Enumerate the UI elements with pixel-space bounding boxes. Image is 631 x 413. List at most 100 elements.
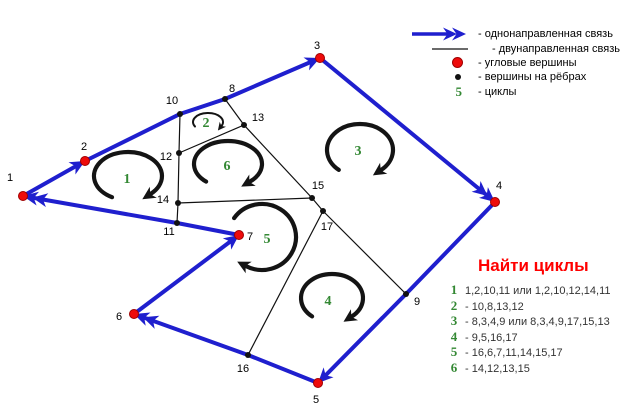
edge-vertex-14 [175, 200, 181, 206]
legend-label: - двунаправленная связь [492, 42, 620, 55]
corner-vertex-3 [315, 53, 325, 63]
corner-vertex-7 [234, 230, 244, 240]
task-text: - 14,12,13,15 [465, 362, 530, 375]
cycle-arrowhead [241, 174, 256, 187]
task-number: 6 [450, 359, 458, 375]
cycle-number: 3 [355, 144, 362, 159]
task-number: 2 [450, 297, 458, 313]
tasks-header: Найти циклы [478, 256, 589, 275]
cycle-number: 4 [325, 294, 332, 309]
unidirectional-link [318, 56, 497, 204]
bidirectional-link [224, 98, 245, 126]
vertex-label-17: 17 [321, 221, 333, 233]
unidirectional-link [22, 56, 321, 198]
legend-item-edge-vertices: - вершины на рёбрах [404, 70, 620, 84]
link-arrowhead [318, 367, 334, 383]
vertex-label-11: 11 [163, 226, 174, 238]
task-number: 3 [450, 313, 458, 329]
cycle-number: 6 [224, 159, 231, 174]
vertex-label-9: 9 [414, 296, 420, 308]
tasks-panel: Найти циклы 1 1,2,10,11 или 1,2,10,12,14,… [448, 256, 630, 377]
cycle-arrowhead [217, 121, 226, 131]
unidirectional-arrow-icon [404, 26, 468, 42]
cycle-arrow [91, 149, 165, 200]
edge-vertex-10 [177, 111, 183, 117]
cycle-arrow [191, 138, 265, 184]
legend-label: - вершины на рёбрах [478, 71, 587, 84]
legend-item-corner-vertices: - угловые вершины [404, 56, 620, 70]
task-item: 2 - 10,8,13,12 [448, 297, 630, 315]
cycle-number: 1 [124, 172, 131, 187]
task-item: 5- 16,6,7,11,14,15,17 [448, 345, 630, 361]
vertex-label-16: 16 [237, 363, 249, 375]
cycle-number-icon: 5 [455, 83, 463, 99]
task-number: 1 [450, 282, 458, 297]
cycle-arrow [324, 121, 396, 172]
cycle-arrowhead [237, 261, 252, 274]
link-arrowhead [471, 181, 488, 196]
vertex-label-3: 3 [314, 40, 320, 52]
vertex-label-13: 13 [252, 112, 264, 124]
vertex-label-8: 8 [229, 83, 235, 95]
task-text: - 9,5,16,17 [465, 331, 518, 344]
bidirectional-link [177, 197, 313, 204]
edge-vertex-icon [404, 74, 468, 81]
cycle-arrowhead [372, 162, 388, 176]
vertex-label-15: 15 [312, 180, 324, 192]
bidirectional-line-icon [404, 47, 482, 51]
task-number: 4 [450, 328, 458, 344]
task-text: 1,2,10,11 или 1,2,10,12,14,11 [465, 285, 611, 297]
edge-vertex-8 [222, 96, 228, 102]
vertex-label-12: 12 [160, 151, 172, 163]
legend-item-cycles: 5 - циклы [404, 83, 620, 99]
link-arrowhead [68, 161, 85, 175]
bidirectional-link [247, 210, 324, 356]
legend-label: - угловые вершины [478, 56, 577, 69]
cycle-arrow [192, 112, 224, 128]
corner-vertex-2 [80, 156, 90, 166]
edge-vertex-15 [309, 195, 315, 201]
link-arrowhead [142, 315, 160, 329]
edge-vertex-16 [245, 352, 251, 358]
legend-label: - циклы [478, 85, 517, 98]
edge-vertex-12 [176, 150, 182, 156]
cycle-arrow [298, 271, 366, 319]
corner-vertex-6 [129, 309, 139, 319]
legend-item-unidirectional: - однонаправленная связь [404, 27, 620, 41]
edge-vertex-13 [241, 122, 247, 128]
task-text: - 8,3,4,9 или 8,3,4,9,17,15,13 [465, 316, 610, 329]
cycle-arrowhead [142, 186, 157, 200]
link-arrowhead [32, 193, 49, 208]
edge-vertex-11 [174, 220, 180, 226]
corner-vertex-icon [404, 57, 468, 69]
corner-vertex-1 [18, 191, 28, 201]
edge-vertex-17 [320, 208, 326, 214]
corner-vertex-5 [313, 378, 323, 388]
vertex-label-2: 2 [81, 141, 87, 153]
vertex-label-7: 7 [247, 231, 253, 243]
legend: - однонаправленная связь - двунаправленн… [404, 27, 620, 99]
task-item: 1 1,2,10,11 или 1,2,10,12,14,11 [448, 282, 630, 299]
cycle-arrow [232, 201, 299, 273]
cycle-arrowhead [343, 309, 358, 322]
cycle-number: 5 [264, 232, 271, 247]
task-text: - 16,6,7,11,14,15,17 [465, 347, 563, 360]
task-item: 6 - 14,12,13,15 [448, 359, 630, 377]
corner-vertex-4 [490, 197, 500, 207]
legend-label: - однонаправленная связь [478, 28, 613, 41]
bidirectional-link [176, 113, 181, 224]
cycle-number: 2 [203, 116, 210, 131]
vertex-label-14: 14 [157, 194, 169, 206]
link-arrowhead [222, 235, 239, 250]
unidirectional-link [132, 233, 241, 316]
vertex-label-4: 4 [496, 180, 502, 192]
task-text: - 10,8,13,12 [465, 300, 524, 313]
unidirectional-link [133, 312, 319, 385]
task-item: 3 - 8,3,4,9 или 8,3,4,9,17,15,13 [448, 314, 630, 330]
vertex-label-1: 1 [7, 172, 13, 184]
bidirectional-link [243, 124, 407, 295]
vertex-label-5: 5 [313, 394, 319, 406]
vertex-label-6: 6 [116, 311, 122, 323]
